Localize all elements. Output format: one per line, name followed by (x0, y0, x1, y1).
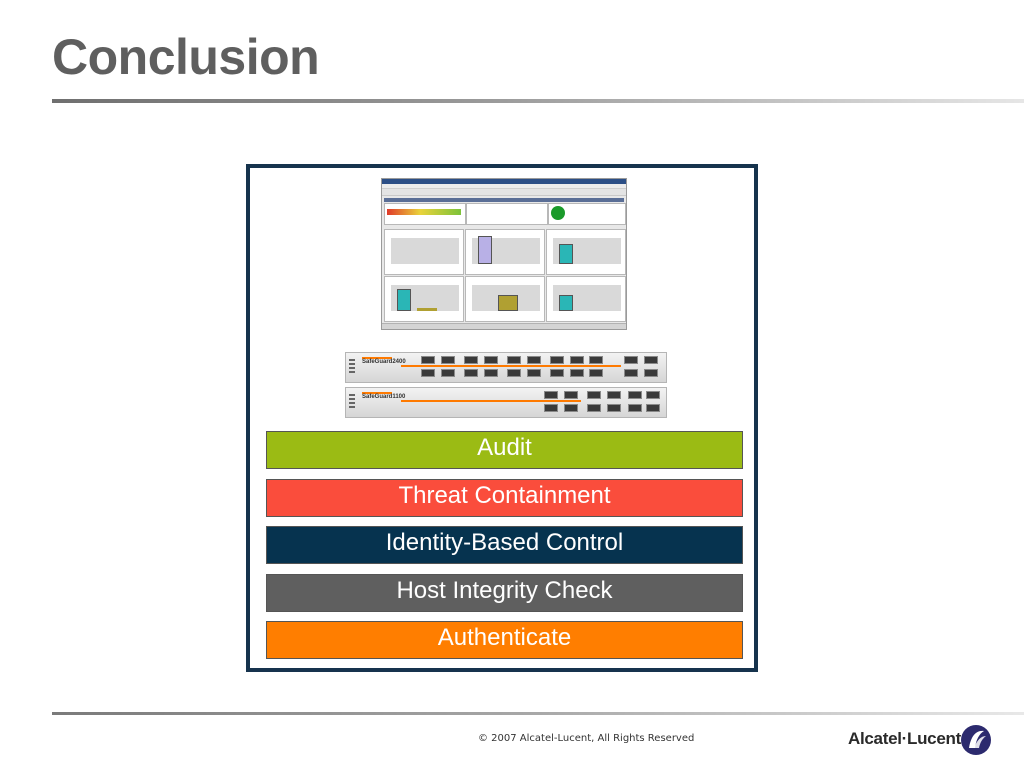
layer-identity-based-control: Identity-Based Control (266, 526, 743, 564)
appliance-brand-label: SafeGuard2400 (362, 359, 406, 365)
port (646, 404, 660, 412)
port (550, 356, 564, 364)
appliance-led-column (349, 359, 355, 375)
title-divider (52, 99, 1024, 103)
chart-bar (498, 295, 518, 311)
port (589, 369, 603, 377)
appliance-safeguard2400: SafeGuard2400 (345, 352, 667, 383)
solution-diagram-frame: SafeGuard2400 SafeGuard1100 (246, 164, 758, 672)
port (570, 356, 584, 364)
port (646, 391, 660, 399)
alcatel-lucent-logo-icon (961, 725, 991, 755)
port (507, 369, 521, 377)
port (587, 391, 601, 399)
port (607, 404, 621, 412)
dashboard-stats-panel (466, 203, 548, 225)
dashboard-chart-panel (465, 229, 545, 275)
port (628, 391, 642, 399)
dashboard-chart-panel (384, 229, 464, 275)
appliance-brand-label: SafeGuard1100 (362, 394, 406, 400)
dashboard-summary-row (384, 203, 626, 225)
chart-bar (417, 308, 437, 311)
dashboard-status-panel (548, 203, 626, 225)
dashboard-screenshot (381, 178, 627, 330)
chart-bar (559, 295, 573, 311)
port (484, 369, 498, 377)
port (507, 356, 521, 364)
appliance-led-column (349, 394, 355, 410)
company-logo-text: Alcatel·Lucent (848, 729, 961, 748)
appliance-safeguard1100: SafeGuard1100 (345, 387, 667, 418)
port (441, 356, 455, 364)
port (550, 369, 564, 377)
status-indicator-icon (551, 206, 565, 220)
dashboard-titlebar (382, 179, 626, 184)
port (484, 356, 498, 364)
copyright-text: © 2007 Alcatel-Lucent, All Rights Reserv… (478, 733, 695, 744)
footer-divider (52, 712, 1024, 715)
appliance-accent-stripe (362, 357, 392, 359)
port (644, 356, 658, 364)
chart-bar (397, 289, 411, 311)
layer-host-integrity-check: Host Integrity Check (266, 574, 743, 612)
dashboard-toolbar (382, 189, 626, 196)
layer-threat-containment: Threat Containment (266, 479, 743, 517)
risk-meter (387, 209, 461, 215)
dashboard-risk-panel (384, 203, 466, 225)
dashboard-chart-panel (546, 276, 626, 322)
port (644, 369, 658, 377)
port (628, 404, 642, 412)
dashboard-chart-panel (546, 229, 626, 275)
port (464, 356, 478, 364)
port (589, 356, 603, 364)
appliance-orange-line (401, 365, 621, 367)
dashboard-chart-panel (465, 276, 545, 322)
port (570, 369, 584, 377)
port (441, 369, 455, 377)
port (564, 404, 578, 412)
port (464, 369, 478, 377)
dashboard-header (384, 198, 624, 202)
port (421, 356, 435, 364)
port (527, 369, 541, 377)
appliance-orange-line (401, 400, 581, 402)
appliance-accent-stripe (362, 392, 392, 394)
layer-authenticate: Authenticate (266, 621, 743, 659)
port (421, 369, 435, 377)
port (587, 404, 601, 412)
dashboard-menubar (382, 184, 626, 189)
port (624, 356, 638, 364)
dashboard-chart-panel (384, 276, 464, 322)
port (544, 404, 558, 412)
port (527, 356, 541, 364)
chart-bar (478, 236, 492, 264)
dashboard-statusbar (382, 323, 626, 329)
layer-audit: Audit (266, 431, 743, 469)
slide-title: Conclusion (52, 29, 320, 85)
chart-bar (559, 244, 573, 264)
port (607, 391, 621, 399)
port (564, 391, 578, 399)
port (544, 391, 558, 399)
port (624, 369, 638, 377)
